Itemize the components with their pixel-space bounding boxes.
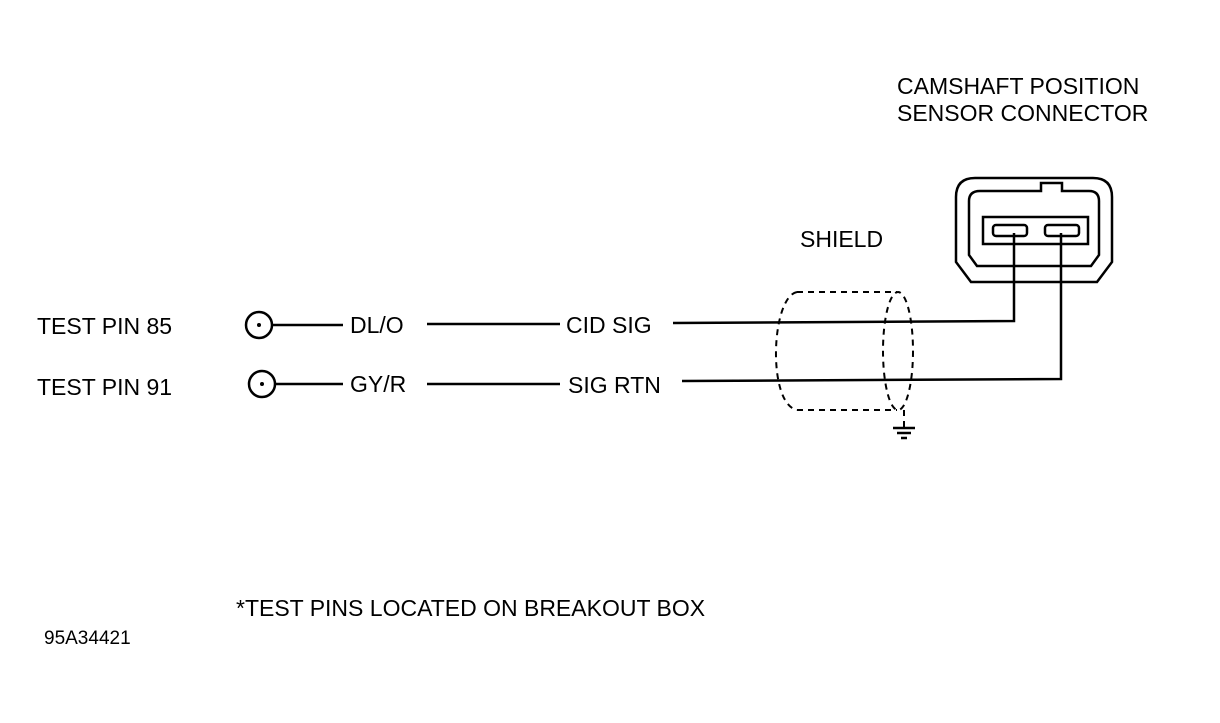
test-pin-91-label: TEST PIN 91 (37, 374, 172, 400)
wire-color-gy-r: GY/R (350, 371, 406, 397)
footnote: *TEST PINS LOCATED ON BREAKOUT BOX (236, 595, 705, 621)
test-pin-85-label: TEST PIN 85 (37, 313, 172, 339)
wire-color-dl-o: DL/O (350, 312, 404, 338)
ground-icon (893, 426, 915, 440)
connector-title-line1: CAMSHAFT POSITION (897, 73, 1139, 99)
shield-label: SHIELD (800, 226, 883, 252)
shield (775, 291, 914, 427)
circuit-cid-sig: TEST PIN 85 DL/O CID SIG (37, 233, 1016, 340)
connector-pin-cid-sig (991, 223, 1029, 238)
circuit-sig-rtn: TEST PIN 91 GY/R SIG RTN (37, 233, 1063, 400)
figure-id: 95A34421 (44, 628, 131, 649)
signal-sig-rtn: SIG RTN (568, 372, 661, 398)
signal-cid-sig: CID SIG (566, 312, 652, 338)
camshaft-sensor-connector (954, 176, 1114, 284)
connector-title-line2: SENSOR CONNECTOR (897, 100, 1148, 126)
